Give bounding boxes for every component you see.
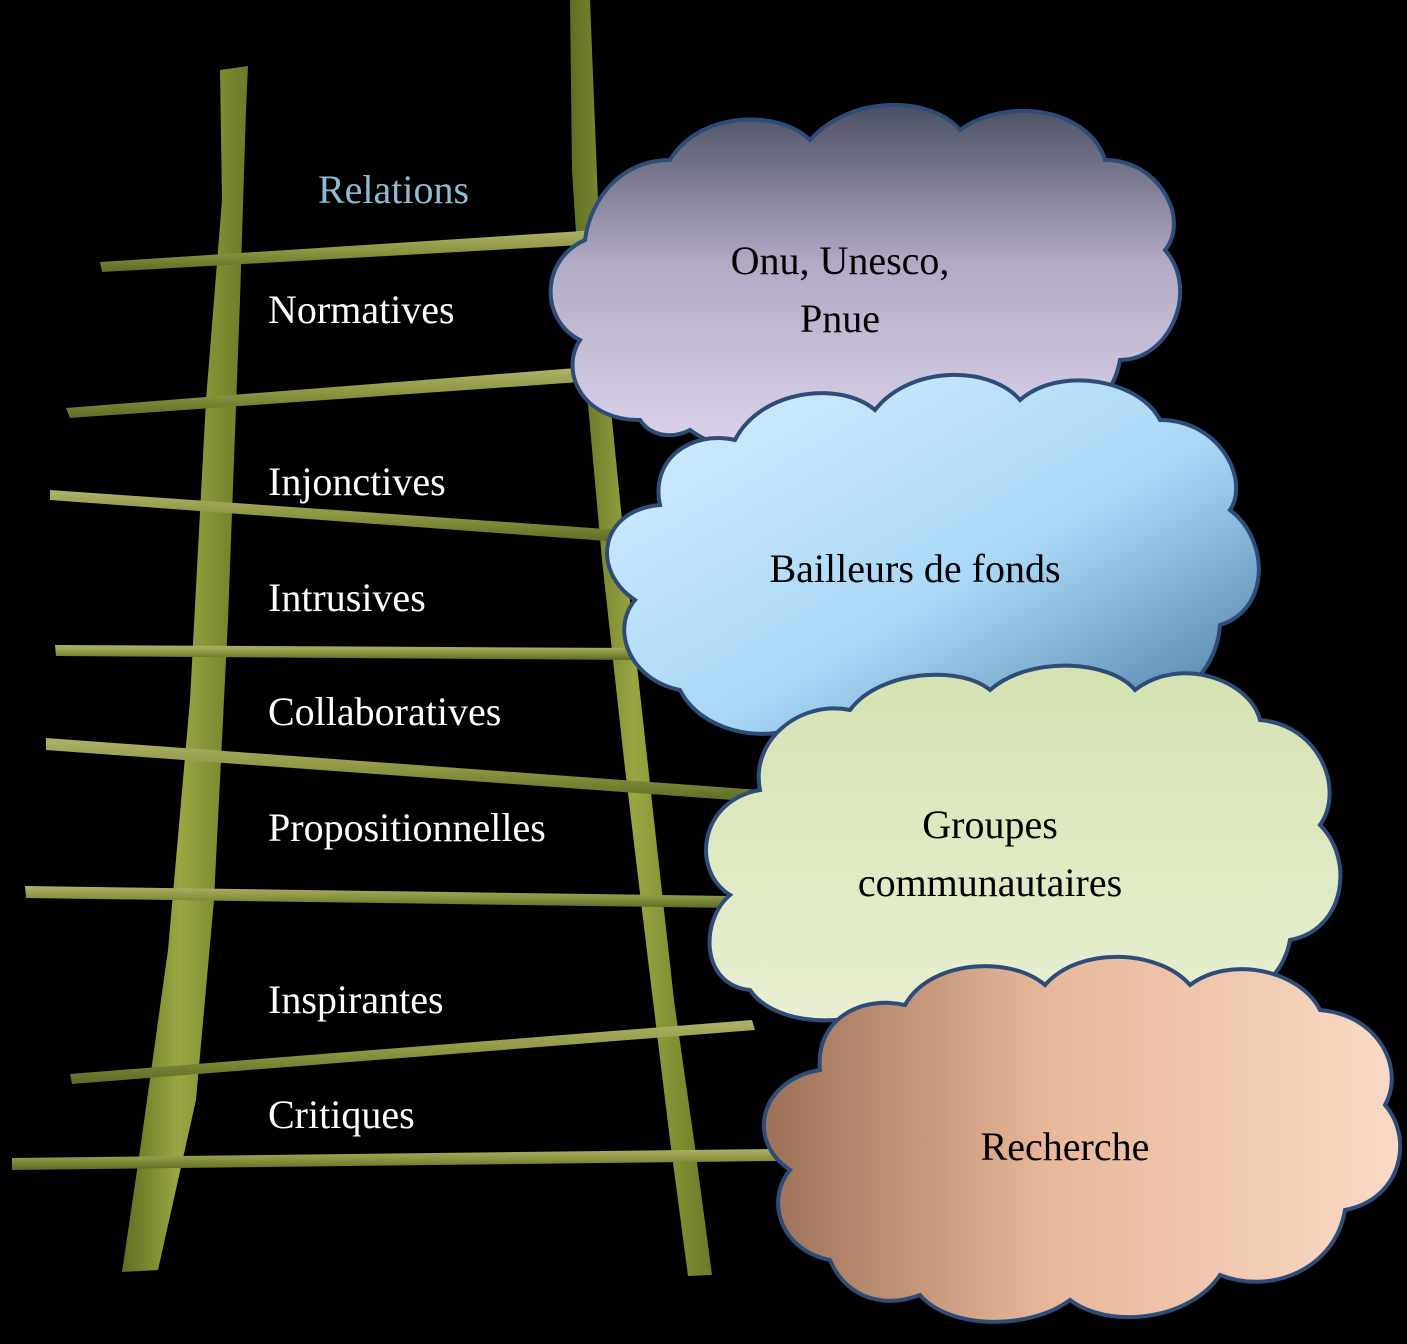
cloud-recherche-line-1: Recherche <box>980 1124 1150 1169</box>
ladder-rung-1 <box>100 230 600 272</box>
ladder-rung-4 <box>55 645 640 660</box>
ladder-rung-3 <box>50 490 620 542</box>
ladder-rung-2 <box>66 368 580 418</box>
relation-label-critiques: Critiques <box>268 1092 415 1137</box>
relation-label-normatives: Normatives <box>268 287 455 332</box>
relation-label-collaboratives: Collaboratives <box>268 689 502 734</box>
diagram-title: Relations <box>318 167 470 212</box>
cloud-recherche <box>762 954 1403 1324</box>
cloud-onu-line-2: Pnue <box>800 296 880 341</box>
relation-label-propositionnelles: Propositionnelles <box>268 805 546 850</box>
cloud-bailleurs-line-1: Bailleurs de fonds <box>769 546 1061 591</box>
ladder-left-rail <box>122 66 248 1272</box>
ladder-rung-6 <box>25 886 730 908</box>
relation-label-inspirantes: Inspirantes <box>268 977 444 1022</box>
relation-label-injonctives: Injonctives <box>268 459 446 504</box>
ladder-rung-5 <box>46 738 760 802</box>
cloud-groupes-text: Groupes communautaires <box>830 796 1150 912</box>
ladder-rung-8 <box>12 1148 855 1170</box>
cloud-groupes-line-2: communautaires <box>857 860 1123 905</box>
cloud-groupes-line-1: Groupes <box>922 802 1058 847</box>
ladder-rung-7 <box>70 1020 755 1084</box>
cloud-onu-text: Onu, Unesco, Pnue <box>690 232 990 348</box>
cloud-recherche-text: Recherche <box>950 1118 1180 1176</box>
relation-label-intrusives: Intrusives <box>268 575 426 620</box>
cloud-bailleurs-text: Bailleurs de fonds <box>730 540 1100 598</box>
cloud-onu-line-1: Onu, Unesco, <box>730 238 950 283</box>
